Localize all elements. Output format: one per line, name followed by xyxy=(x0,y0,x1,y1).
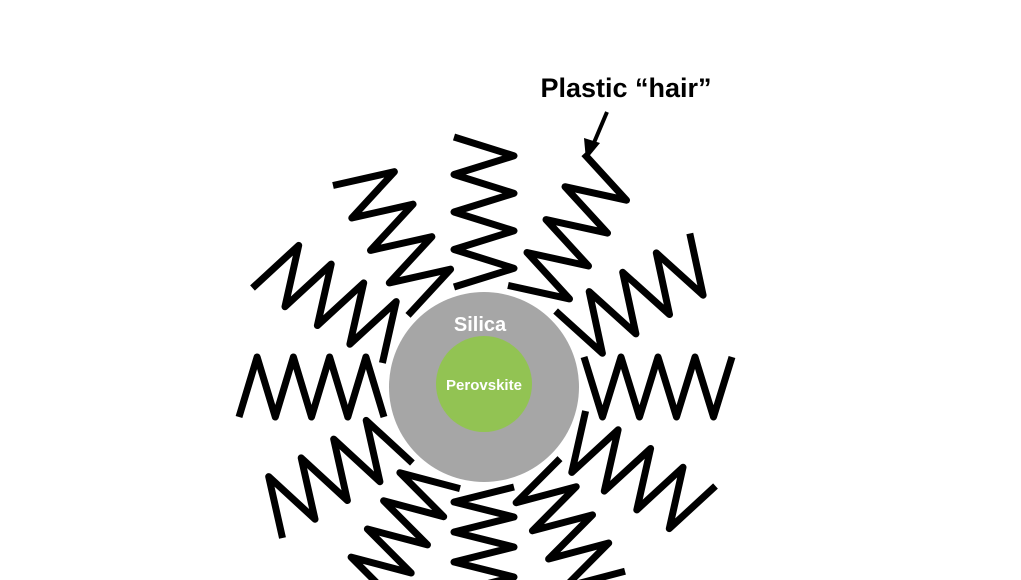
plastic-hair-strand-8 xyxy=(347,469,461,580)
plastic-hair-strand-10 xyxy=(235,353,388,421)
plastic-hair-strand-1 xyxy=(450,133,518,291)
plastic-hair-strand-2 xyxy=(507,151,630,303)
arrow-shaft xyxy=(591,111,609,146)
silica-label: Silica xyxy=(454,314,507,336)
plastic-hair-label: Plastic “hair” xyxy=(540,73,711,103)
plastic-hair-strand-3 xyxy=(553,232,707,357)
arrow-head xyxy=(584,138,600,160)
plastic-hair-strand-7 xyxy=(450,483,518,580)
perovskite-label: Perovskite xyxy=(446,377,522,394)
plastic-hair-strand-11 xyxy=(250,241,400,364)
pointer-arrow xyxy=(584,111,609,160)
plastic-hair-strand-6 xyxy=(512,456,626,580)
plastic-hair-strand-4 xyxy=(580,353,736,421)
plastic-hair-strand-5 xyxy=(568,410,718,533)
plastic-hair-group xyxy=(235,133,736,580)
plastic-hair-strand-9 xyxy=(265,416,415,539)
perovskite-core xyxy=(436,336,532,432)
plastic-hair-strand-12 xyxy=(332,168,455,318)
